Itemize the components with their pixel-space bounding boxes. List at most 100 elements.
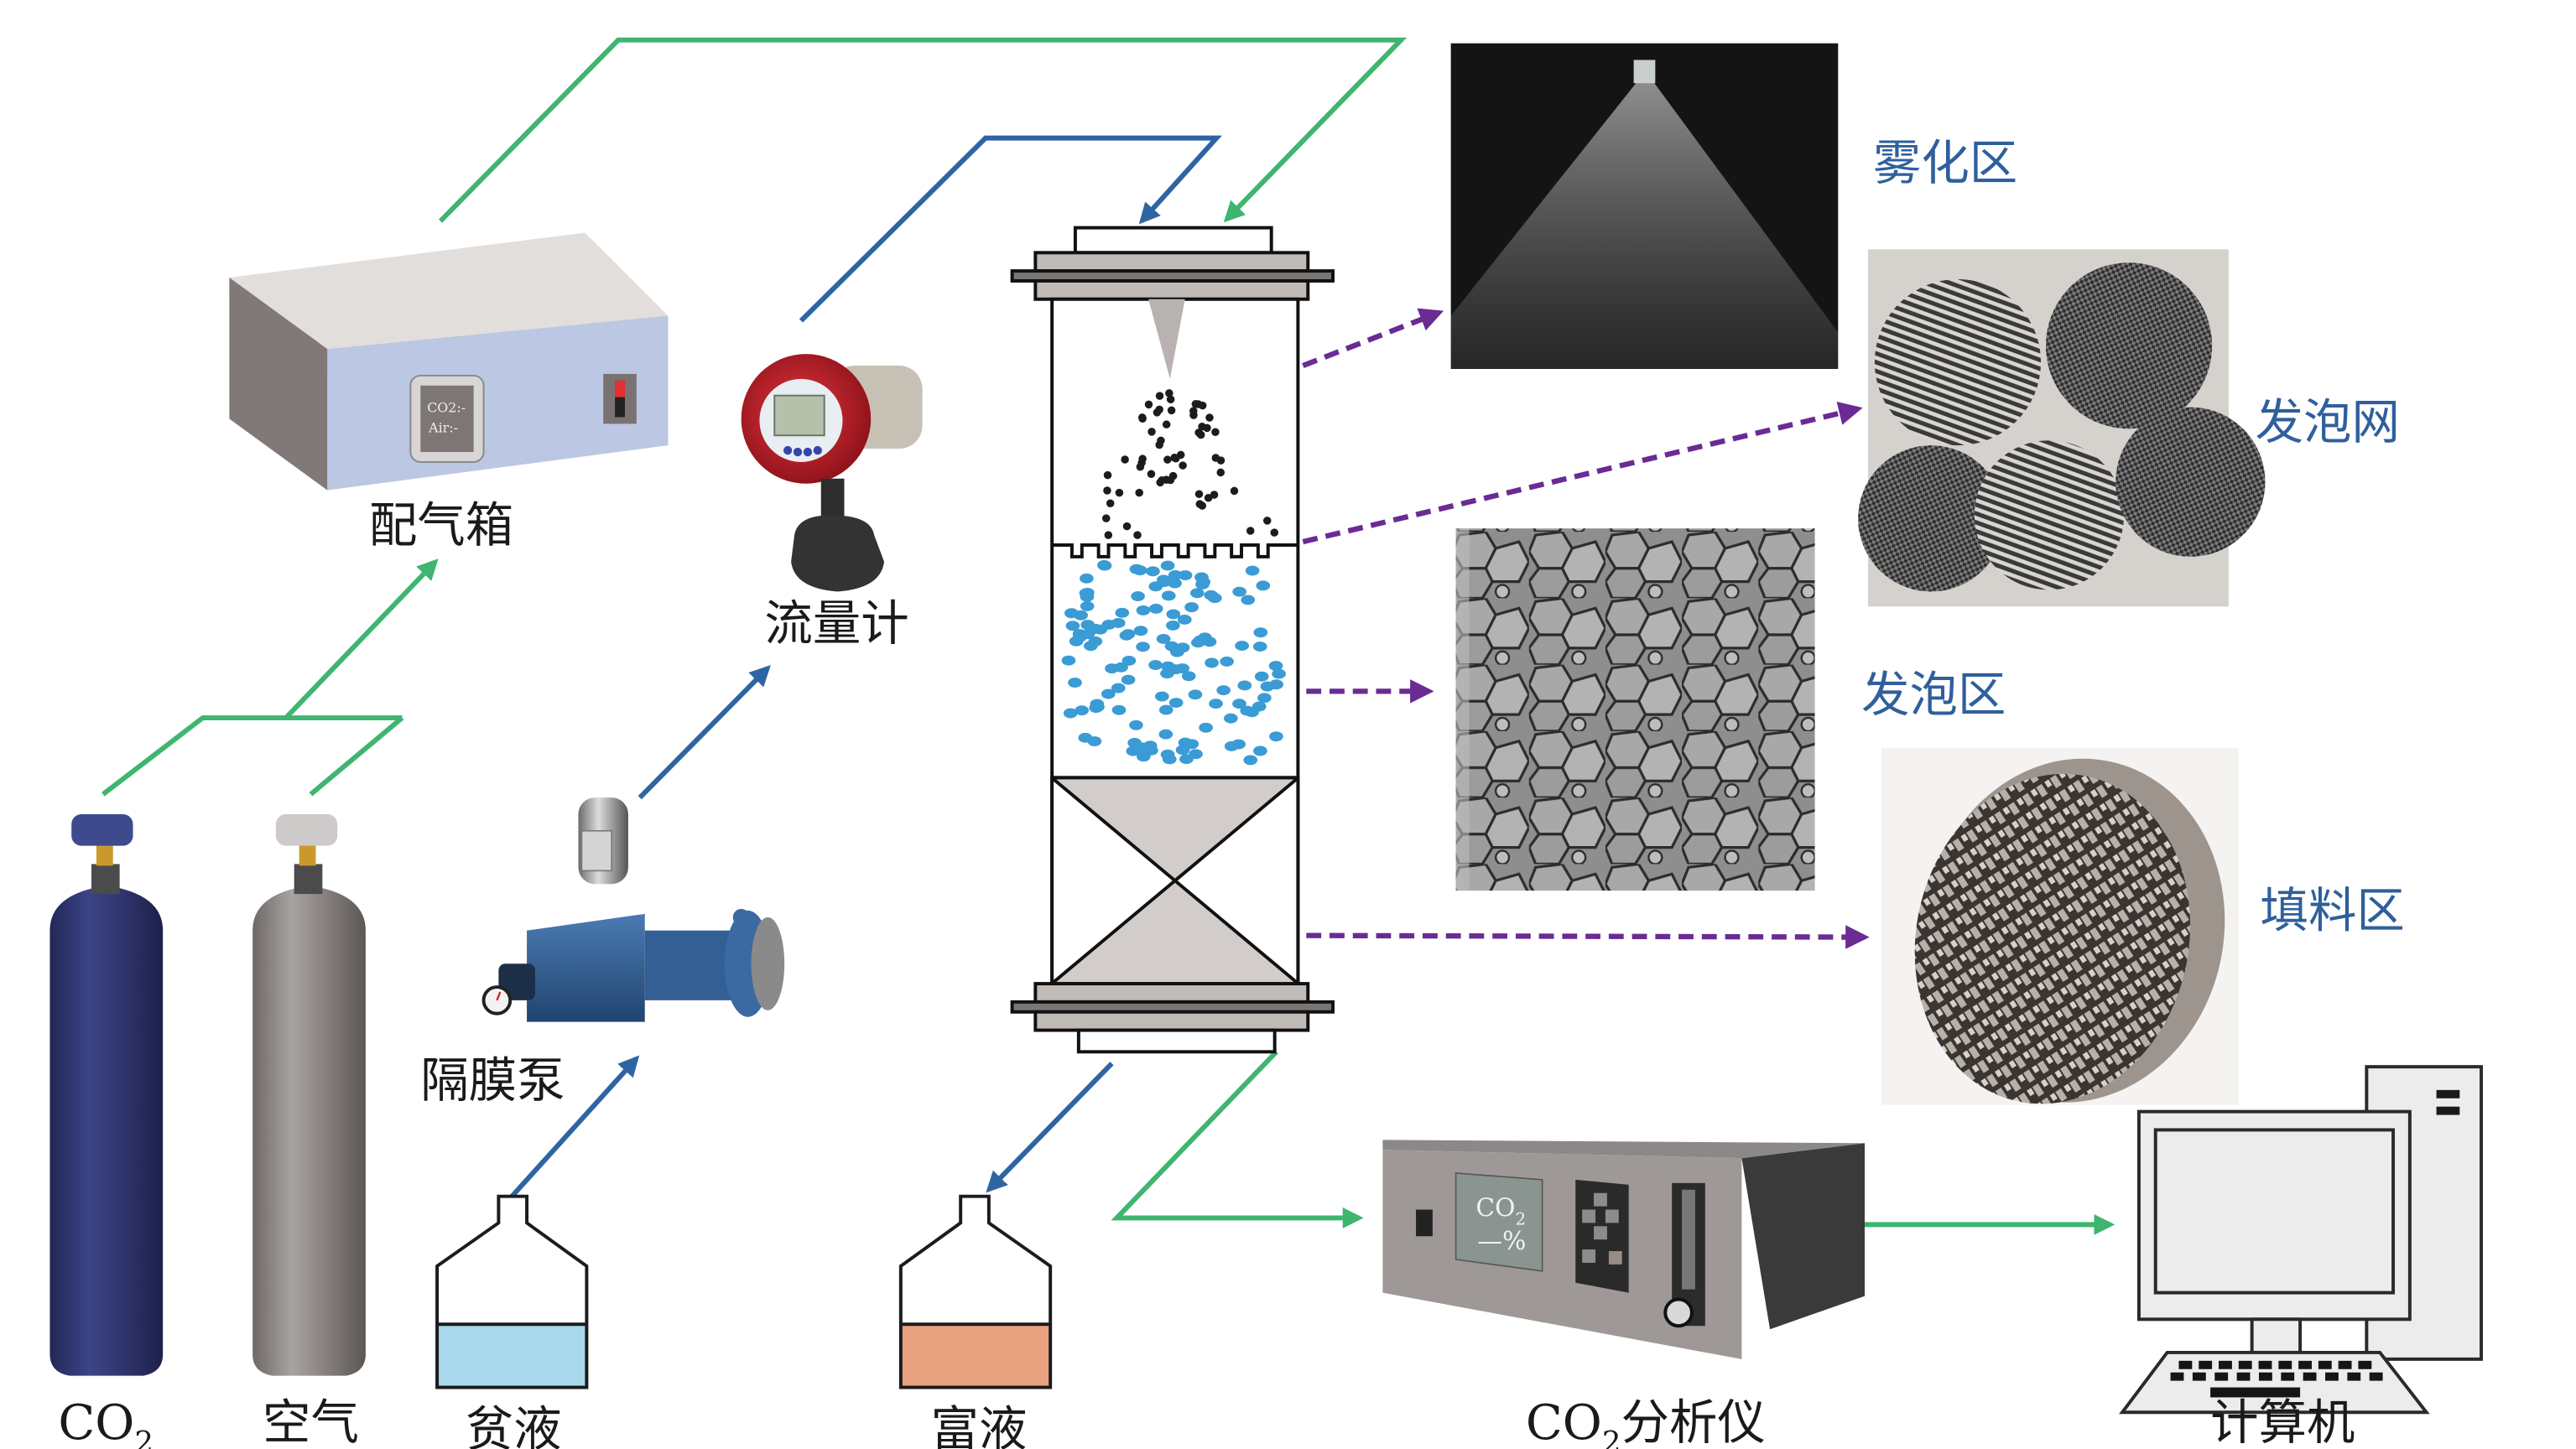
co2-cylinder-valve-cap (71, 813, 133, 846)
droplet (1262, 517, 1272, 525)
bubble (1061, 655, 1076, 666)
pump-gearbox (527, 913, 645, 1022)
bubble (1175, 745, 1190, 756)
analyzer-screen-value: —% (1477, 1227, 1526, 1256)
bubble (1075, 705, 1089, 716)
mesh-disc (2115, 407, 2266, 557)
co2-cylinder: CO2 (49, 813, 164, 1449)
droplet (1106, 499, 1115, 508)
spray-cone (1450, 80, 1839, 370)
droplet (1155, 392, 1164, 400)
bubble (1198, 632, 1212, 643)
droplet (1230, 486, 1239, 496)
bubble (1224, 741, 1239, 751)
bubble (1170, 647, 1184, 657)
droplet (1166, 475, 1175, 485)
air-cylinder-valve-cap (275, 813, 338, 846)
bubble (1195, 579, 1210, 589)
flowmeter-lcd (773, 394, 825, 437)
foaming-zone-label: 发泡区 (1861, 667, 2006, 723)
diaphragm-pump-label: 隔膜泵 (420, 1052, 565, 1109)
pump-valve (732, 908, 750, 926)
droplet (1135, 488, 1143, 497)
bubble (1269, 679, 1283, 690)
liquid-line-flowmeter-to-column (799, 135, 1222, 323)
bubble (1272, 668, 1286, 679)
keyboard-key (2199, 1360, 2213, 1369)
bubble (1156, 634, 1171, 644)
bubble (1184, 602, 1199, 613)
co2-cylinder-label: CO2 (58, 1394, 154, 1449)
bubble (1254, 671, 1269, 682)
co2-cylinder-neck (91, 864, 120, 895)
pump-motor-box (580, 830, 612, 872)
liquid-lines (510, 135, 1222, 1198)
keyboard-key (2325, 1372, 2339, 1381)
tower-drive-1 (2436, 1089, 2460, 1098)
flowmeter: 流量计 (741, 354, 923, 652)
bubble (1232, 586, 1246, 597)
bubble (1097, 560, 1112, 571)
bubble (1162, 754, 1177, 765)
bubble (1189, 749, 1203, 760)
gas-line-column-to-analyzer (1111, 1050, 1364, 1228)
bubble (1087, 736, 1102, 746)
bubble (1132, 565, 1147, 576)
bubble (1178, 570, 1193, 581)
packing-photo (1881, 747, 2239, 1105)
computer-stand (2250, 1317, 2303, 1354)
keyboard-key (2258, 1372, 2272, 1381)
bubble (1161, 661, 1175, 672)
bubble (1090, 699, 1105, 709)
keyboard-key (2219, 1360, 2232, 1369)
link-foaming-mesh (1302, 401, 1863, 545)
liquid-line-lean-to-pump (510, 1055, 640, 1198)
packing-zone-label: 填料区 (2261, 883, 2405, 939)
spray-nozzle-cone (1148, 299, 1185, 379)
gas-line-box-to-column (438, 37, 1408, 223)
atomization-zone-label: 雾化区 (1873, 135, 2017, 191)
rich-bottle-outline (898, 1194, 1053, 1389)
droplet (1156, 478, 1164, 487)
bubble (1127, 738, 1142, 748)
bubble (1111, 704, 1127, 715)
droplet (1167, 406, 1176, 415)
foaming-mesh-label: 发泡网 (2256, 394, 2400, 450)
bubble (1188, 689, 1203, 700)
mesh-disc (1858, 445, 2005, 592)
bubble (1068, 678, 1082, 688)
droplet (1189, 407, 1198, 415)
bubble (1253, 627, 1268, 638)
foaming-photo-bg (1455, 528, 1815, 891)
droplet (1270, 528, 1279, 537)
keyboard-key (2238, 1360, 2252, 1369)
bubble (1133, 626, 1148, 636)
co2-analyzer: CO2 —% CO2分析仪 (1382, 1140, 1866, 1449)
keyboard-key (2281, 1372, 2295, 1381)
keyboard-key (2170, 1372, 2184, 1381)
bubble (1241, 595, 1256, 605)
keyboard-key (2278, 1360, 2292, 1369)
link-packing (1306, 925, 1870, 949)
bubble (1121, 655, 1137, 666)
bubble (1148, 603, 1163, 614)
tower-drive-2 (2436, 1106, 2460, 1115)
keyboard-key (2214, 1372, 2229, 1381)
bubble (1208, 593, 1222, 604)
keyboard-key (2303, 1372, 2317, 1381)
co2-analyzer-label: CO2分析仪 (1526, 1394, 1766, 1449)
analyzer-screen-co2: CO2 (1475, 1193, 1526, 1228)
keyboard-spacebar (2210, 1387, 2301, 1398)
bubble (1224, 713, 1238, 724)
bubble (1168, 569, 1183, 580)
bubble (1181, 671, 1196, 682)
bubble (1111, 683, 1126, 693)
bubble (1166, 609, 1181, 620)
droplet (1144, 400, 1153, 409)
lean-solution-bottle: 贫液 (435, 1194, 589, 1449)
gas-box-switch-lever (615, 380, 625, 418)
droplet (1104, 531, 1113, 539)
droplet (1216, 456, 1226, 465)
bubble (1080, 600, 1095, 611)
liquid-line-column-to-rich (986, 1062, 1114, 1193)
